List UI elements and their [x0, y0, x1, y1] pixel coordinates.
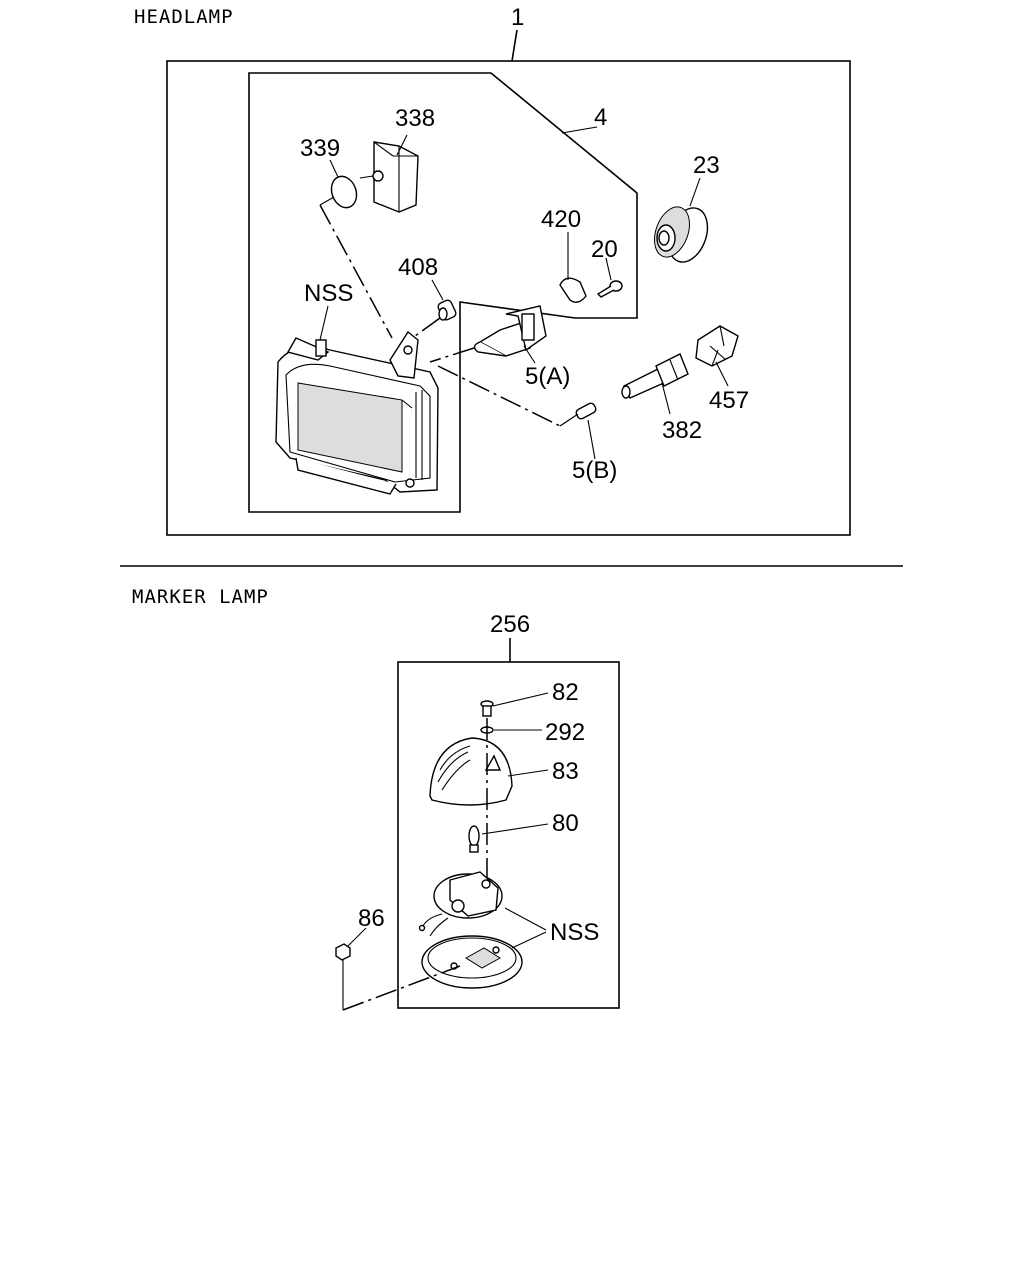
leader-nss-marker-b — [511, 931, 547, 949]
callout-4: 4 — [594, 104, 607, 131]
headlamp-body — [275, 330, 439, 495]
grommet-408 — [437, 299, 457, 321]
leader-382 — [661, 382, 671, 415]
mounting-plate — [421, 935, 523, 989]
callout-339: 339 — [300, 135, 340, 162]
callout-5a: 5(A) — [525, 363, 570, 390]
screw-82 — [480, 700, 494, 717]
leader-23 — [689, 177, 701, 207]
screw-20 — [596, 280, 623, 298]
assembly-line-339 — [319, 204, 393, 339]
leader-457 — [715, 361, 729, 387]
callout-338: 338 — [395, 105, 435, 132]
callout-420: 420 — [541, 206, 581, 233]
lens-dome-83 — [429, 737, 513, 806]
headlamp-title: HEADLAMP — [134, 6, 234, 28]
leader-338 — [396, 134, 408, 156]
callout-82: 82 — [552, 679, 579, 706]
bulb-80 — [468, 825, 480, 853]
marker-socket-base — [418, 871, 503, 937]
headlamp-section: HEADLAMP 1 4 338 339 — [134, 4, 851, 536]
leader-83 — [507, 769, 549, 777]
callout-5b: 5(B) — [572, 457, 617, 484]
bulb-5a — [473, 305, 547, 357]
callout-20: 20 — [591, 236, 618, 263]
leader-5b — [587, 419, 596, 460]
nut-86 — [335, 943, 351, 961]
callout-23: 23 — [693, 152, 720, 179]
leader-339 — [329, 159, 339, 178]
callout-382: 382 — [662, 417, 702, 444]
callout-86: 86 — [358, 905, 385, 932]
leader-nss-headlamp — [319, 305, 329, 341]
callout-80: 80 — [552, 810, 579, 837]
clip-420 — [559, 277, 587, 303]
connector-457 — [695, 325, 739, 367]
leader-1 — [511, 29, 518, 62]
leader-80 — [481, 823, 549, 835]
socket-block-338 — [359, 141, 419, 213]
callout-408: 408 — [398, 254, 438, 281]
callout-1: 1 — [511, 4, 524, 31]
headlamp-subassembly-frame — [248, 72, 638, 513]
leader-86 — [347, 927, 367, 947]
leader-20 — [605, 257, 612, 281]
callout-457: 457 — [709, 387, 749, 414]
callout-256: 256 — [490, 611, 530, 638]
bulb-5b — [575, 402, 597, 420]
callout-83: 83 — [552, 758, 579, 785]
leader-408 — [431, 279, 444, 301]
headlamp-assembly-frame — [166, 60, 851, 536]
socket-382 — [621, 353, 689, 399]
callout-292: 292 — [545, 719, 585, 746]
leader-5a — [523, 345, 536, 364]
marker-lamp-section: MARKER LAMP 256 82 292 83 8 — [132, 586, 620, 1011]
callout-nss-marker: NSS — [550, 919, 599, 946]
marker-lamp-title: MARKER LAMP — [132, 586, 269, 608]
leader-4 — [561, 126, 598, 134]
cap-23 — [654, 206, 709, 263]
marker-lamp-frame — [397, 661, 620, 1009]
leader-82 — [492, 692, 549, 707]
callout-nss-headlamp: NSS — [304, 280, 353, 307]
o-ring-339 — [330, 175, 358, 209]
leader-nss-marker-a — [504, 907, 547, 931]
